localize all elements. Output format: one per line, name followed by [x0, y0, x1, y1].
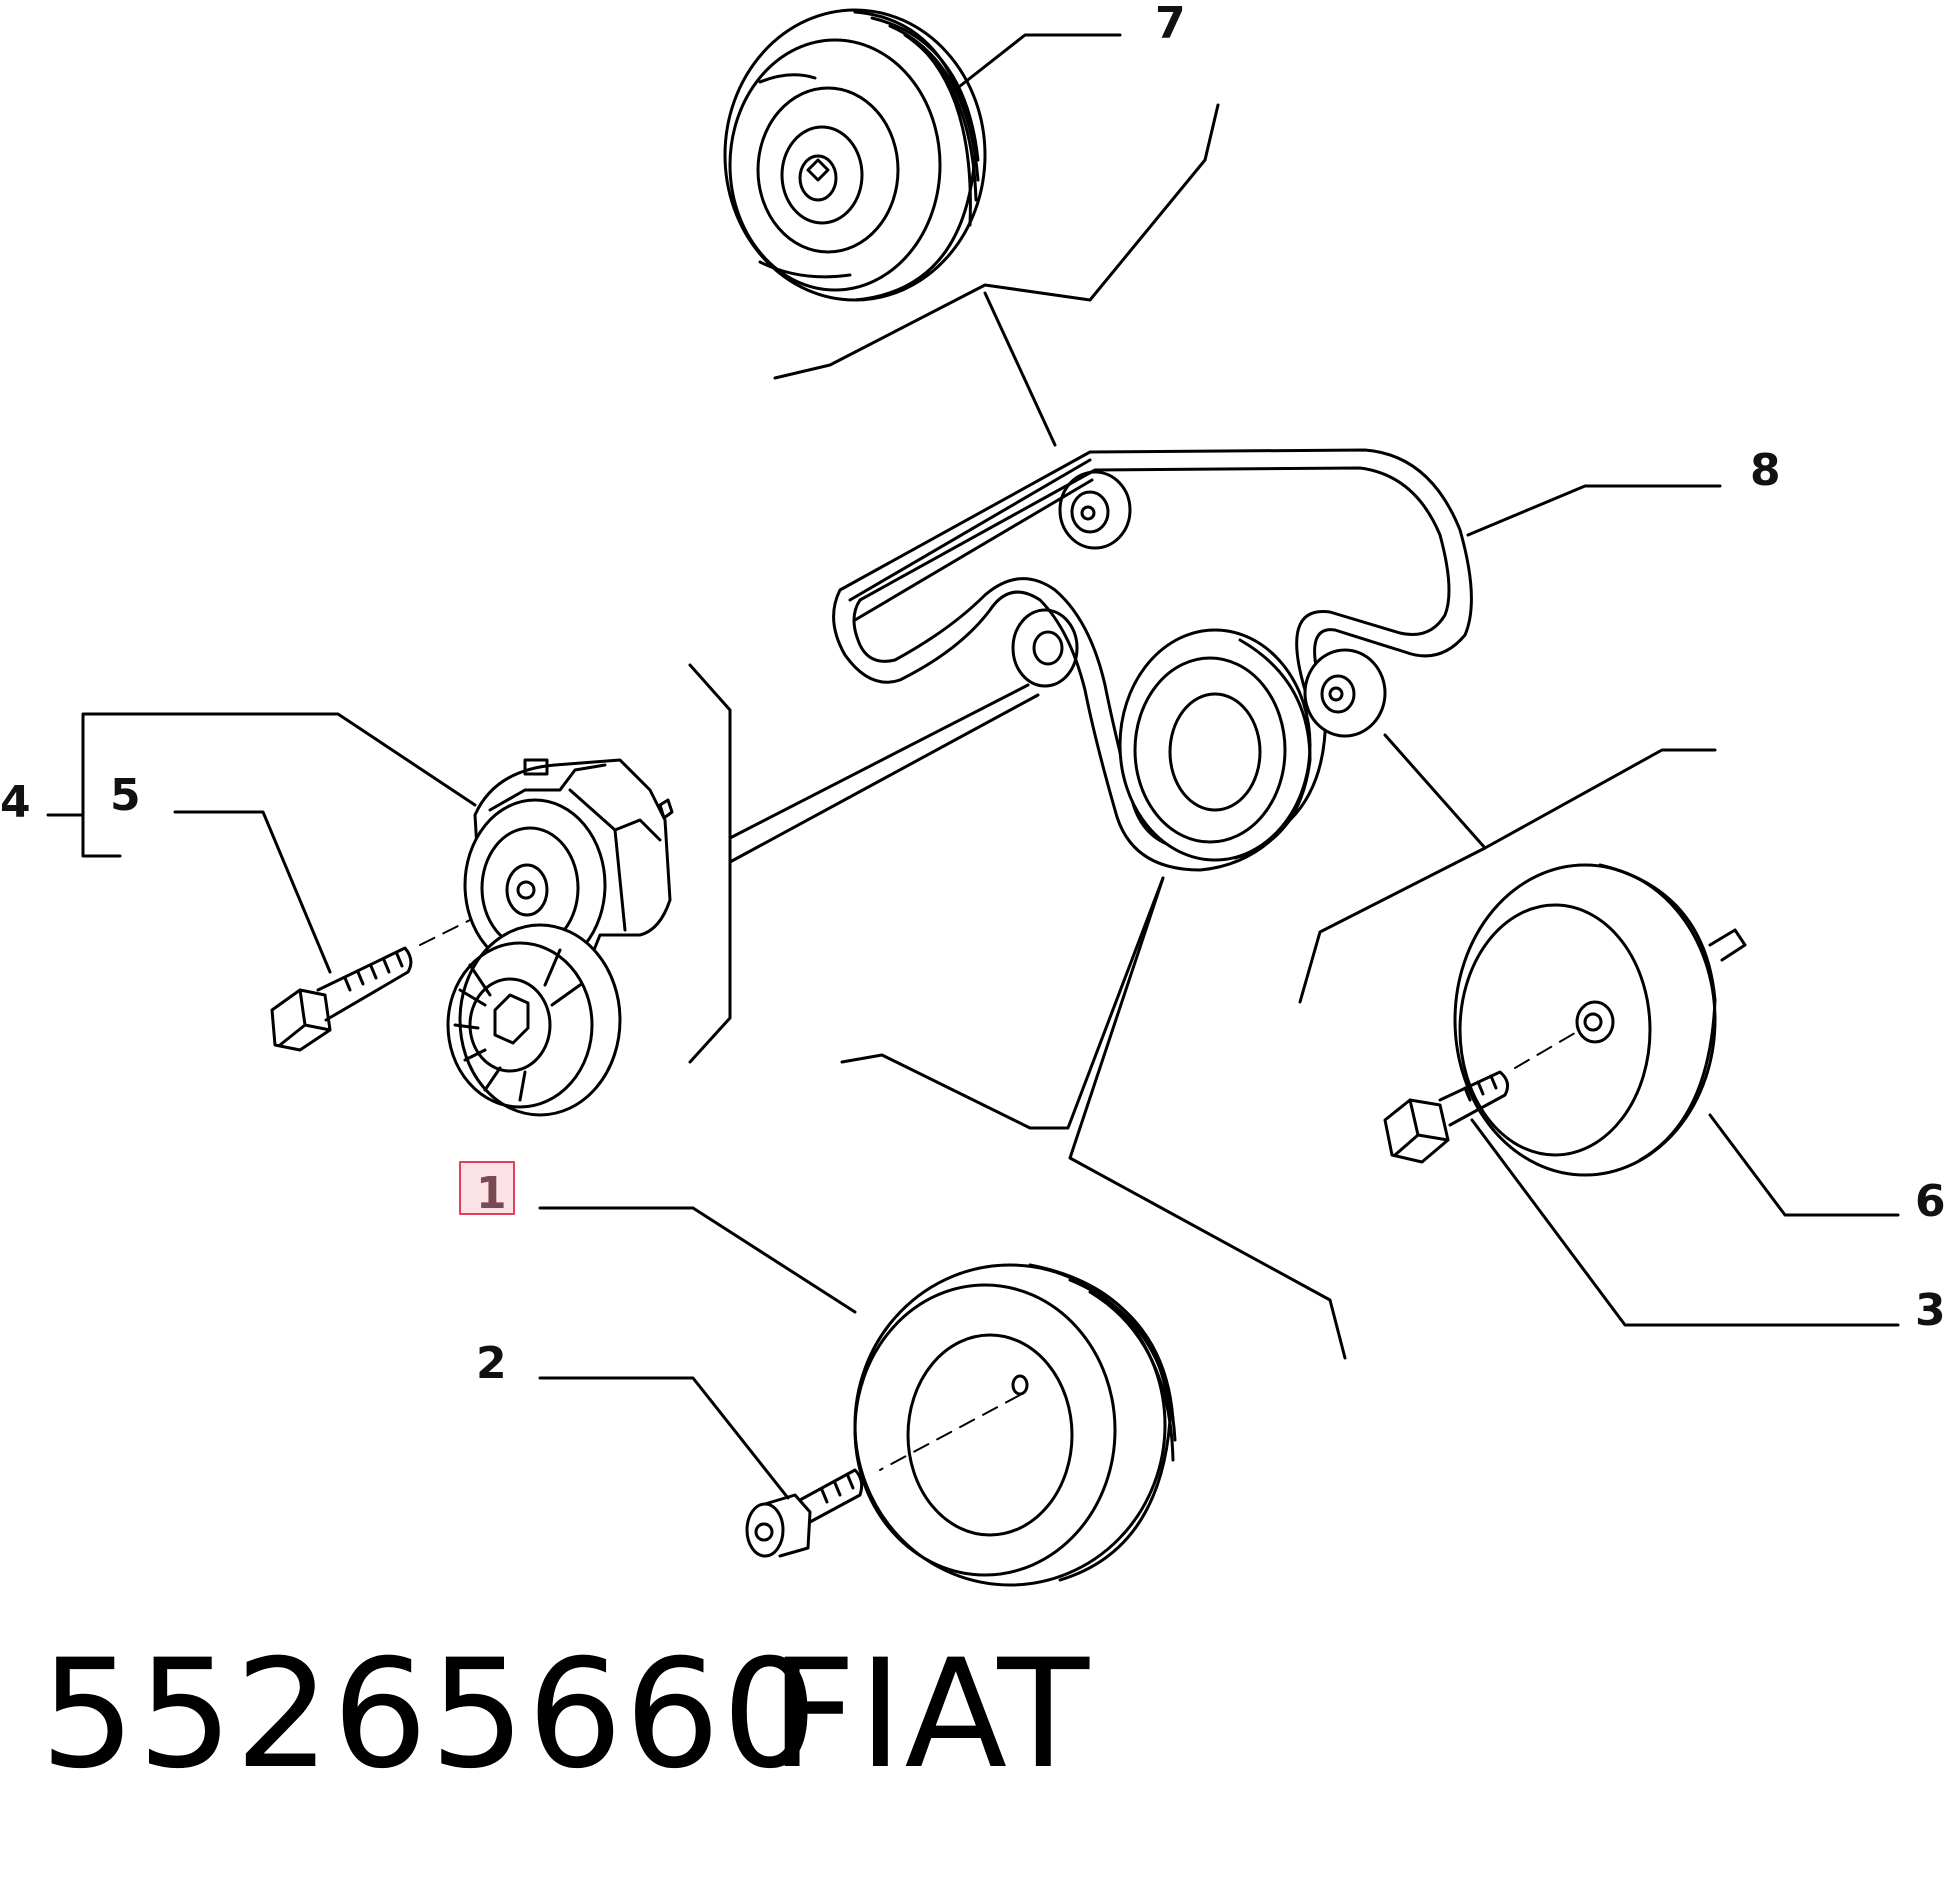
callout-7: 7: [1155, 0, 1186, 49]
bolt-3: [1383, 1029, 1581, 1164]
callout-8: 8: [1750, 445, 1781, 496]
callout-6: 6: [1915, 1176, 1945, 1227]
leader-line-7: [953, 33, 1122, 92]
callout-3: 3: [1915, 1285, 1945, 1336]
socket-bolt-2: [745, 1468, 864, 1558]
callout-1: 1: [476, 1168, 507, 1219]
leader-line-6: [1708, 1113, 1900, 1217]
belt-tensioner-4: [446, 758, 674, 1117]
callout-2: 2: [476, 1338, 507, 1389]
crankshaft-pulley-1: [853, 1263, 1177, 1587]
bolt-5: [270, 919, 471, 1052]
leader-line-8: [1466, 484, 1722, 537]
brand-name: FIAT: [770, 1628, 1092, 1802]
callout-4: 4: [0, 777, 31, 828]
idler-pulley-6: [1453, 863, 1747, 1177]
bracket-4: [81, 712, 477, 858]
idler-pulley-7: [723, 8, 987, 302]
poly-v-belt-8: [832, 448, 1473, 872]
leader-line-1: [538, 1206, 857, 1314]
leader-line-3: [1470, 1118, 1900, 1327]
part-number: 55265660: [40, 1628, 820, 1802]
highlight-box-1: [459, 1161, 515, 1215]
leader-line-5: [173, 810, 332, 974]
leader-line-2: [538, 1376, 790, 1500]
callout-5: 5: [110, 770, 141, 821]
assembly-leaders: [688, 103, 1717, 1360]
